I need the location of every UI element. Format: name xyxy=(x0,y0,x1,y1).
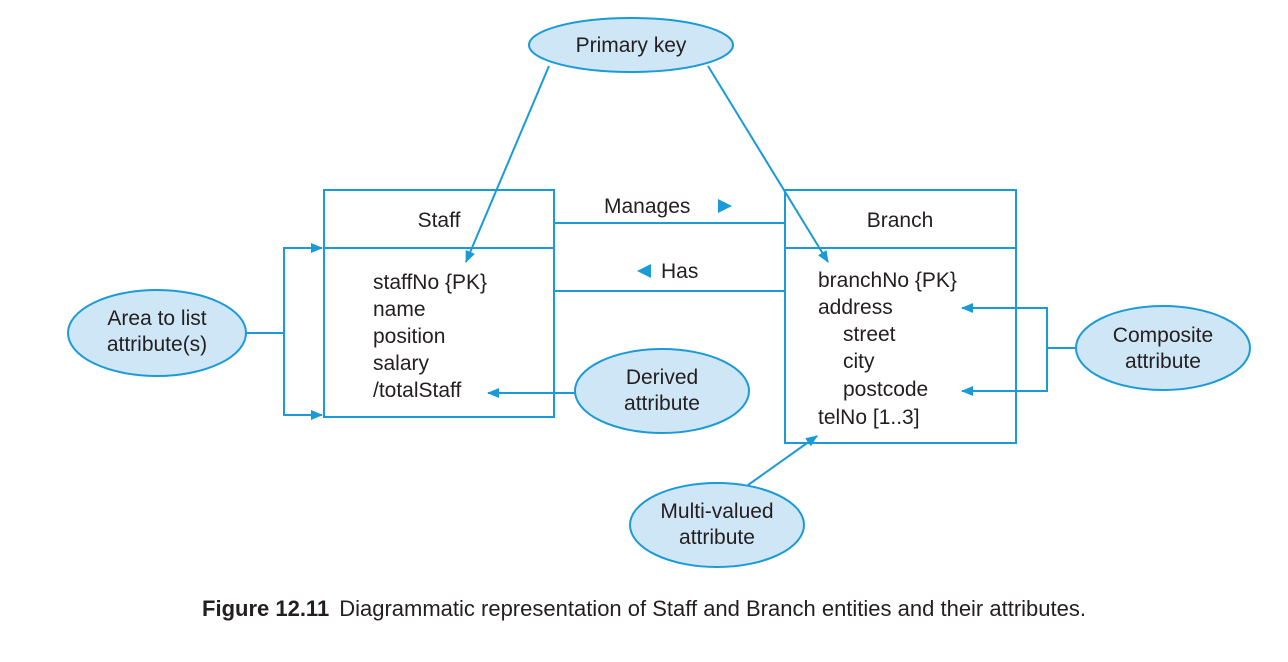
branch-attribute: address xyxy=(818,296,893,319)
composite-bracket-line xyxy=(961,348,1048,396)
area-bracket-line xyxy=(246,243,323,334)
manages-label: Manages xyxy=(604,195,690,218)
multi-valued-attribute-ellipse xyxy=(629,482,805,568)
area-to-list-text: Area to list xyxy=(107,307,206,330)
primary-key-callout: Primary key xyxy=(465,17,829,263)
primary-key-text: Primary key xyxy=(576,34,687,57)
composite-attribute-text: Composite xyxy=(1113,324,1213,347)
staff-attribute: position xyxy=(373,325,445,348)
area-to-list-ellipse xyxy=(67,289,247,377)
area-to-list-text: attribute(s) xyxy=(107,333,207,356)
area-to-list-callout: Area to list attribute(s) xyxy=(67,243,323,420)
branch-attribute: branchNo {PK} xyxy=(818,269,957,292)
staff-entity-name: Staff xyxy=(418,209,461,232)
staff-box xyxy=(323,189,555,418)
composite-attribute-ellipse xyxy=(1075,305,1251,391)
staff-attribute: name xyxy=(373,298,426,321)
area-bracket-line xyxy=(283,333,323,420)
composite-attribute-text: attribute xyxy=(1125,350,1201,373)
branch-entity-name: Branch xyxy=(867,209,934,232)
figure-label: Figure 12.11 xyxy=(202,596,330,621)
branch-attribute: postcode xyxy=(843,378,928,401)
primary-key-pointer xyxy=(707,65,829,263)
relationship-manages: Manages xyxy=(554,195,785,224)
branch-attribute: telNo [1..3] xyxy=(818,406,920,429)
derived-attribute-text: attribute xyxy=(624,392,700,415)
multi-valued-attribute-text: Multi-valued xyxy=(660,500,773,523)
primary-key-pointer xyxy=(465,65,550,263)
branch-attribute: city xyxy=(843,350,875,373)
staff-attribute: /totalStaff xyxy=(373,379,462,402)
branch-attribute: street xyxy=(843,323,896,346)
primary-key-ellipse xyxy=(528,17,734,73)
staff-attribute: staffNo {PK} xyxy=(373,271,487,294)
manages-direction-icon xyxy=(718,199,732,213)
derived-attribute-callout: Derived attribute xyxy=(487,348,750,434)
figure-caption: Figure 12.11 Diagrammatic representation … xyxy=(0,596,1288,622)
has-direction-icon xyxy=(637,264,651,278)
derived-attribute-text: Derived xyxy=(626,366,698,389)
staff-entity: Staff staffNo {PK} name position salary … xyxy=(323,189,555,418)
figure-caption-text: Diagrammatic representation of Staff and… xyxy=(339,596,1086,621)
multi-valued-attribute-callout: Multi-valued attribute xyxy=(629,435,818,568)
multi-valued-attribute-text: attribute xyxy=(679,526,755,549)
branch-box xyxy=(784,189,1017,444)
staff-attribute: salary xyxy=(373,352,430,375)
has-label: Has xyxy=(661,260,698,283)
relationship-has: Has xyxy=(554,260,785,292)
branch-entity: Branch branchNo {PK} address street city… xyxy=(784,189,1017,444)
composite-attribute-callout: Composite attribute xyxy=(961,303,1251,396)
composite-bracket-line xyxy=(961,303,1076,349)
derived-attribute-ellipse xyxy=(574,348,750,434)
multi-valued-pointer xyxy=(747,435,818,486)
